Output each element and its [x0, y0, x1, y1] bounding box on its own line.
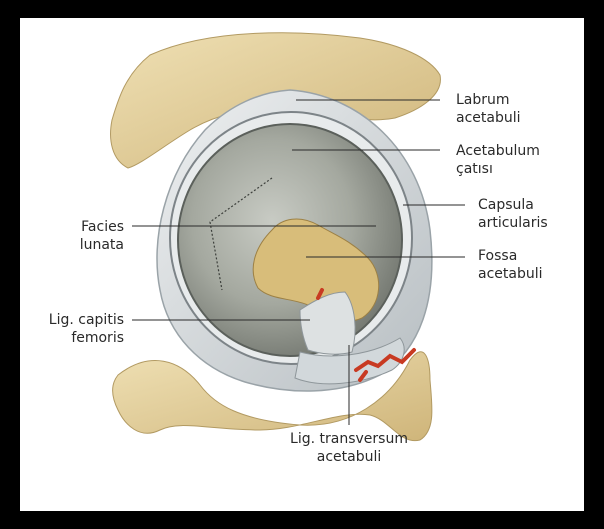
label-facies-lunata: Facies lunata [80, 218, 124, 254]
label-lig-transversum-line1: Lig. transversum [274, 430, 424, 448]
label-facies-line1: Facies [80, 218, 124, 236]
label-lig-capitis-line1: Lig. capitis [49, 311, 124, 329]
label-roof-line1: Acetabulum [456, 142, 540, 160]
label-lig-transversum-acetabuli: Lig. transversum acetabuli [274, 430, 424, 466]
label-lig-capitis-line2: femoris [49, 329, 124, 347]
label-lig-capitis-femoris: Lig. capitis femoris [49, 311, 124, 347]
label-capsula-articularis: Capsula articularis [478, 196, 548, 232]
label-labrum-line2: acetabuli [456, 109, 521, 127]
label-fossa-acetabuli: Fossa acetabuli [478, 247, 543, 283]
label-labrum-line1: Labrum [456, 91, 521, 109]
label-labrum-acetabuli: Labrum acetabuli [456, 91, 521, 127]
label-roof-line2: çatısı [456, 160, 540, 178]
label-fossa-line1: Fossa [478, 247, 543, 265]
label-lig-transversum-line2: acetabuli [274, 448, 424, 466]
label-capsula-line1: Capsula [478, 196, 548, 214]
label-capsula-line2: articularis [478, 214, 548, 232]
label-facies-line2: lunata [80, 236, 124, 254]
label-fossa-line2: acetabuli [478, 265, 543, 283]
label-acetabulum-catisi: Acetabulum çatısı [456, 142, 540, 178]
